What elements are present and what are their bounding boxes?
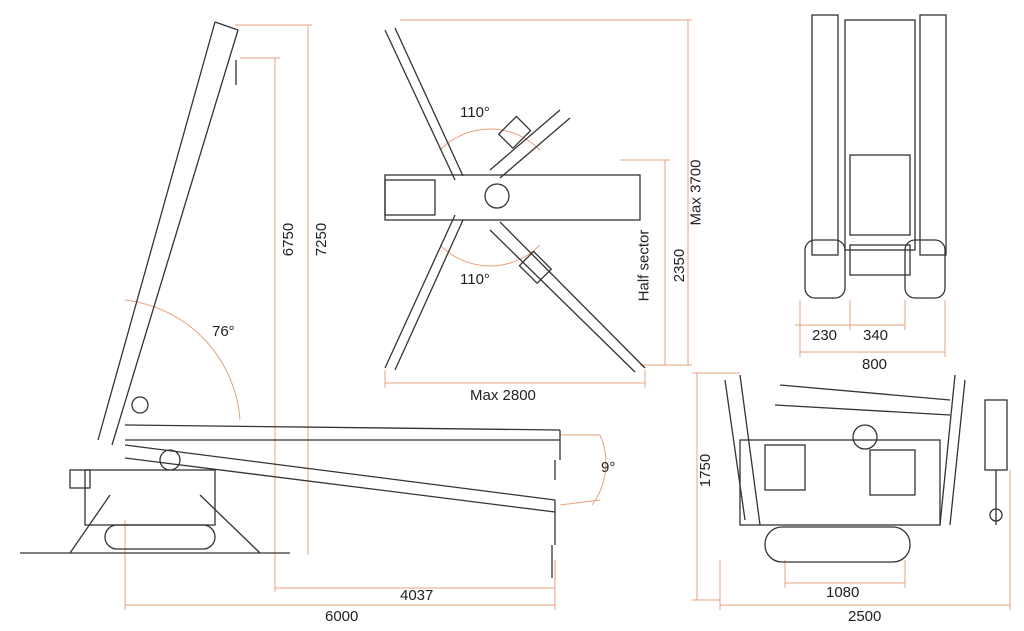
overall-length-label: 2500	[848, 608, 882, 625]
height-hook-label: 6750	[280, 222, 298, 257]
half-sector-value: 2350	[671, 248, 689, 283]
half-sector-label: Half sector	[635, 229, 653, 302]
max-width-label: Max 2800	[470, 387, 536, 404]
radius-total-label: 6000	[325, 608, 359, 625]
angle-bottom-label: 110°	[460, 271, 490, 288]
max-depth-label: Max 3700	[687, 159, 705, 226]
height-tip-label: 7250	[313, 222, 331, 257]
angle-top-label: 110°	[460, 104, 490, 121]
overall-width-label: 800	[862, 356, 888, 373]
dimension-lines	[124, 19, 1011, 610]
track-width-label: 230	[812, 327, 838, 344]
transport-height-label: 1750	[697, 453, 715, 488]
track-gap-label: 340	[863, 327, 889, 344]
boom-angle-label: 76°	[212, 323, 235, 340]
crane-outline	[20, 14, 1008, 578]
jib-angle-label: 9°	[601, 459, 616, 476]
track-length-label: 1080	[826, 584, 860, 601]
radius-jib-label: 4037	[400, 587, 434, 604]
